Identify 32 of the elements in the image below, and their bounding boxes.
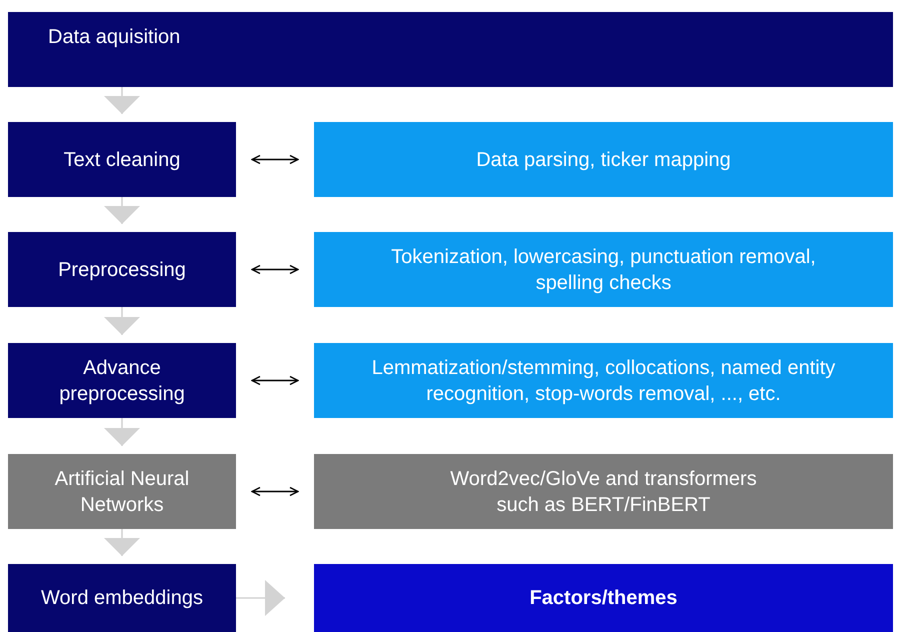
- down-chevron-arrow: [104, 307, 140, 335]
- double-arrow: [251, 486, 299, 496]
- description-box: [314, 232, 893, 307]
- description-box: [314, 564, 893, 632]
- box-label: Tokenization, lowercasing, punctuation removal, spelling checks: [390, 244, 817, 296]
- box-label: Text cleaning: [64, 148, 180, 172]
- process-box: [8, 564, 236, 632]
- box-label: Factors/themes: [530, 586, 678, 611]
- box-label: Data aquisition: [48, 25, 180, 50]
- description-box: [314, 122, 893, 197]
- box-label: Preprocessing: [58, 258, 186, 282]
- down-chevron-arrow: [104, 529, 140, 556]
- box-label: Advance preprocessing: [58, 356, 186, 406]
- box-label: Word embeddings: [41, 586, 203, 611]
- process-box: [8, 454, 236, 529]
- right-chevron-arrow: [236, 580, 285, 616]
- process-box: [8, 232, 236, 307]
- double-arrow: [251, 264, 299, 274]
- description-box: [314, 343, 893, 418]
- box-label: Word2vec/GloVe and transformers such as BERT/FinBERT: [449, 466, 758, 518]
- double-arrow: [251, 154, 299, 164]
- double-arrow: [251, 376, 299, 386]
- process-box: [8, 122, 236, 197]
- process-box: [8, 12, 893, 87]
- box-label: Data parsing, ticker mapping: [476, 148, 731, 172]
- process-box: [8, 343, 236, 418]
- down-chevron-arrow: [104, 418, 140, 446]
- description-box: [314, 454, 893, 529]
- box-label: Artificial Neural Networks: [54, 466, 190, 518]
- down-chevron-arrow: [104, 197, 140, 224]
- down-chevron-arrow: [104, 87, 140, 114]
- box-label: Lemmatization/stemming, collocations, named entity recognition, stop-words removal, ..., etc.: [370, 356, 836, 406]
